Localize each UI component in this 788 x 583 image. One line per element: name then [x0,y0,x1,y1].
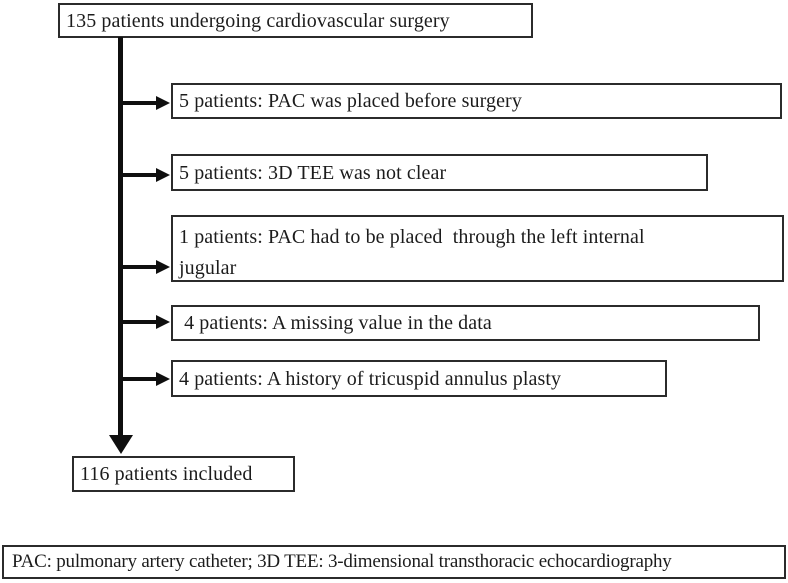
exclusion-box: 1 patients: PAC had to be placed through… [171,215,784,282]
end-box: 116 patients included [72,456,295,492]
down-arrow-line [118,37,123,437]
start-box: 135 patients undergoing cardiovascular s… [58,3,533,38]
exclusion-box: 4 patients: A history of tricuspid annul… [171,360,667,397]
branch-arrow-line [118,320,158,324]
exclusion-box: 5 patients: PAC was placed before surger… [171,83,782,119]
right-arrowhead-icon [156,372,170,386]
right-arrowhead-icon [156,260,170,274]
right-arrowhead-icon [156,96,170,110]
exclusion-box: 5 patients: 3D TEE was not clear [171,154,708,191]
branch-arrow-line [118,377,158,381]
legend-box: PAC: pulmonary artery catheter; 3D TEE: … [2,545,786,579]
right-arrowhead-icon [156,315,170,329]
down-arrowhead-icon [109,435,133,454]
exclusion-box: 4 patients: A missing value in the data [171,305,760,341]
branch-arrow-line [118,173,158,177]
branch-arrow-line [118,265,158,269]
branch-arrow-line [118,101,158,105]
right-arrowhead-icon [156,168,170,182]
